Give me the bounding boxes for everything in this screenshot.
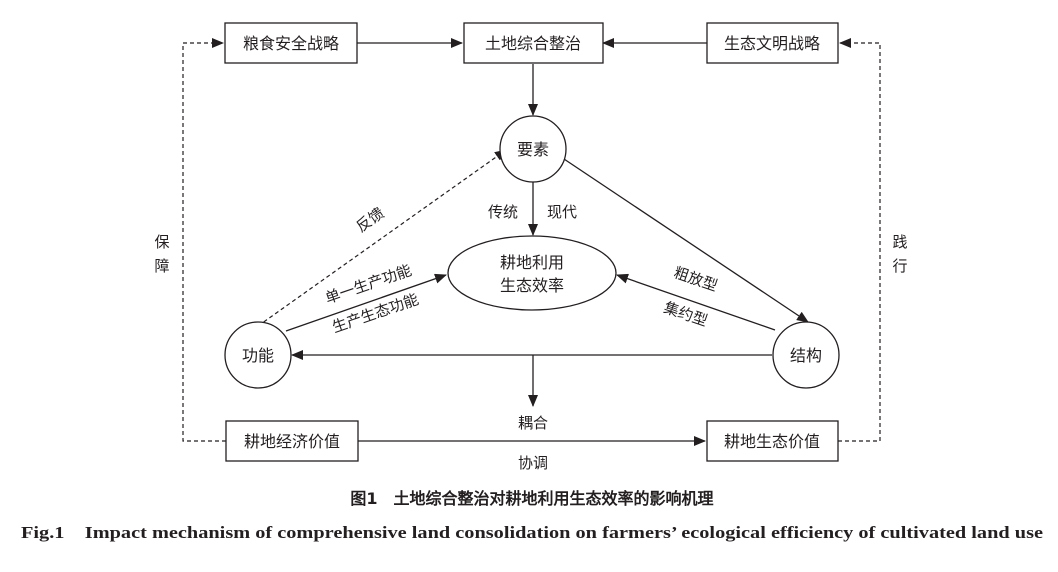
efficiency-label-line1: 耕地利用 [500,253,564,272]
food-security-node: 粮食安全战略 [224,22,358,64]
structure-node: 结构 [772,321,840,389]
eco-civilization-label: 生态文明战略 [724,34,820,53]
elements-to-structure-arrow [560,156,809,323]
modern-label: 现代 [547,203,577,221]
ecological-value-node: 耕地生态价值 [706,420,839,462]
guarantee-label-char2: 障 [154,257,169,275]
practice-label-char1: 践 [892,233,907,251]
feedback-label: 反馈 [353,204,388,236]
guarantee-dashed-arrow [182,38,226,442]
economic-value-node: 耕地经济价值 [225,420,359,462]
guarantee-label-char1: 保 [154,233,169,251]
function-to-efficiency-arrow [285,273,447,332]
function-label: 功能 [242,346,274,365]
elements-node: 要素 [499,115,567,183]
structure-to-efficiency-arrow [616,273,776,331]
coordination-label: 协调 [518,454,548,472]
economic-value-label: 耕地经济价值 [244,432,340,451]
traditional-label: 传统 [488,203,518,221]
intensive-label: 集约型 [661,298,709,330]
eco-civilization-node: 生态文明战略 [706,22,839,64]
feedback-dashed-arrow [257,149,507,327]
caption-chinese: 图1 土地综合整治对耕地利用生态效率的影响机理 [350,489,713,508]
land-consolidation-node: 土地综合整治 [463,22,604,64]
function-node: 功能 [224,321,292,389]
extensive-label: 粗放型 [671,263,719,295]
practice-label-char2: 行 [892,257,907,275]
elements-label: 要素 [517,140,549,159]
practice-dashed-arrow [838,38,881,442]
food-security-label: 粮食安全战略 [243,34,339,53]
caption-english: Fig.1 Impact mechanism of comprehensive … [21,523,1043,542]
ecological-value-label: 耕地生态价值 [724,432,820,451]
efficiency-label-line2: 生态效率 [500,276,564,295]
structure-label: 结构 [790,346,822,365]
efficiency-node: 耕地利用 生态效率 [447,235,617,311]
coupling-label: 耦合 [518,414,548,432]
land-consolidation-label: 土地综合整治 [485,34,581,53]
